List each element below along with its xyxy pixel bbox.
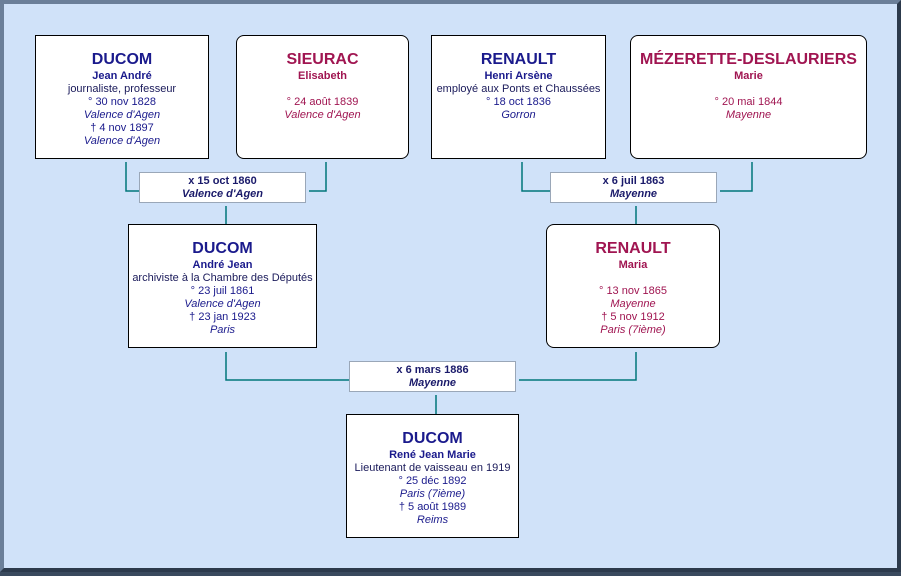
person-card-sieurac-elisabeth[interactable]: SIEURAC Elisabeth ° 24 août 1839 Valence… [236,35,409,159]
person-surname: DUCOM [91,51,153,68]
marriage-box-ducom-renault[interactable]: x 6 mars 1886 Mayenne [349,361,516,392]
spacer [237,83,408,96]
person-birth-place: Valence d'Agen [184,298,261,310]
person-birth-place: Mayenne [610,298,656,310]
connector-line [521,162,554,192]
person-birth-date: ° 18 oct 1836 [486,96,551,108]
spacer [631,83,866,96]
person-given-name: Jean André [92,70,152,82]
person-card-renault-maria[interactable]: RENAULT Maria ° 13 nov 1865 Mayenne † 5 … [546,224,720,348]
person-given-name: Marie [734,70,763,82]
person-occupation: archiviste à la Chambre des Députés [132,272,313,284]
tree-connectors [125,162,753,418]
person-surname: RENAULT [480,51,557,68]
person-given-name: Maria [618,259,648,271]
person-death-place: Paris [209,324,236,336]
connector-line [309,162,327,192]
person-birth-date: ° 13 nov 1865 [598,285,667,297]
person-death-date: † 4 nov 1897 [90,122,154,134]
person-occupation: employé aux Ponts et Chaussées [436,83,601,95]
person-death-place: Valence d'Agen [83,135,161,147]
person-birth-place: Paris (7ième) [399,488,466,500]
person-card-mezerette-deslauriers-marie[interactable]: MÉZERETTE-DESLAURIERS Marie ° 20 mai 184… [630,35,867,159]
marriage-place: Mayenne [609,188,658,200]
person-birth-date: ° 20 mai 1844 [714,96,783,108]
person-given-name: André Jean [192,259,253,271]
marriage-place: Mayenne [408,377,457,389]
marriage-box-renault-mezerette[interactable]: x 6 juil 1863 Mayenne [550,172,717,203]
person-birth-place: Mayenne [725,109,772,121]
person-card-renault-henri-arsene[interactable]: RENAULT Henri Arsène employé aux Ponts e… [431,35,606,159]
marriage-date: x 15 oct 1860 [188,175,257,187]
person-birth-date: ° 23 juil 1861 [190,285,255,297]
person-death-date: † 23 jan 1923 [189,311,256,323]
person-birth-date: ° 25 déc 1892 [398,475,467,487]
person-card-ducom-rene-jean-marie[interactable]: DUCOM René Jean Marie Lieutenant de vais… [346,414,519,538]
person-birth-date: ° 30 nov 1828 [87,96,156,108]
person-card-ducom-andre-jean[interactable]: DUCOM André Jean archiviste à la Chambre… [128,224,317,348]
person-death-date: † 5 août 1989 [398,501,467,513]
connector-line [225,352,353,381]
marriage-place: Valence d'Agen [181,188,264,200]
person-surname: DUCOM [402,430,463,447]
marriage-box-ducom-sieurac[interactable]: x 15 oct 1860 Valence d'Agen [139,172,306,203]
person-surname: DUCOM [192,240,253,257]
marriage-date: x 6 juil 1863 [602,175,665,187]
person-death-place: Paris (7ième) [600,324,666,336]
spacer [547,272,719,285]
person-surname: MÉZERETTE-DESLAURIERS [640,51,857,68]
person-occupation: Lieutenant de vaisseau en 1919 [354,462,511,474]
marriage-date: x 6 mars 1886 [396,364,469,376]
person-death-place: Reims [416,514,449,526]
person-birth-place: Gorron [501,109,536,121]
person-given-name: Elisabeth [298,70,347,82]
person-birth-place: Valence d'Agen [83,109,161,121]
person-given-name: Henri Arsène [484,70,553,82]
person-death-date: † 5 nov 1912 [601,311,665,323]
connector-line [125,162,143,192]
person-given-name: René Jean Marie [389,449,476,461]
connector-line [519,352,637,381]
connector-line [720,162,753,192]
person-birth-date: ° 24 août 1839 [286,96,359,108]
person-card-ducom-jean-andre[interactable]: DUCOM Jean André journaliste, professeur… [35,35,209,159]
person-surname: SIEURAC [286,51,359,68]
person-occupation: journaliste, professeur [67,83,177,95]
person-surname: RENAULT [595,240,671,257]
person-birth-place: Valence d'Agen [284,109,361,121]
